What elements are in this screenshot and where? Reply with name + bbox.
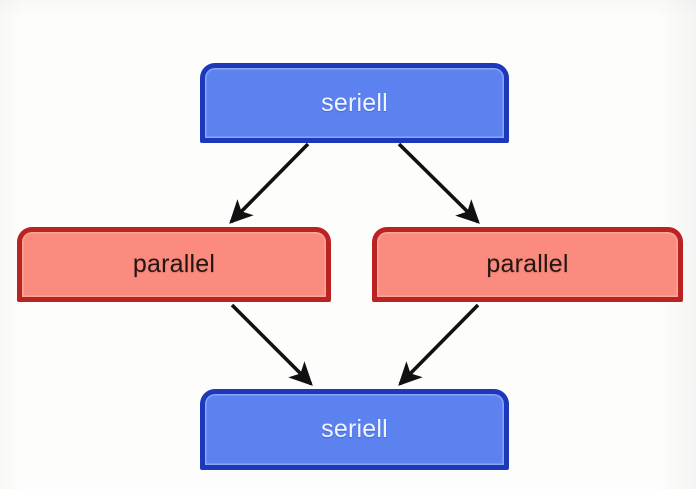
edge-parallel-right-to-serial-bottom (398, 303, 480, 386)
edge-serial-top-to-parallel-right (397, 142, 480, 224)
edge-serial-top-to-parallel-left (229, 142, 310, 224)
node-parallel-left[interactable]: parallel (17, 227, 331, 302)
node-serial-top-label: seriell (321, 88, 388, 117)
node-parallel-right-label: parallel (486, 250, 569, 278)
node-serial-bottom-label: seriell (321, 415, 388, 443)
edge-parallel-left-to-serial-bottom (230, 303, 313, 386)
node-serial-top[interactable]: seriell (200, 63, 509, 143)
node-parallel-left-label: parallel (132, 250, 216, 278)
node-serial-bottom[interactable]: seriell (200, 389, 509, 470)
node-parallel-right[interactable]: parallel (372, 227, 683, 302)
